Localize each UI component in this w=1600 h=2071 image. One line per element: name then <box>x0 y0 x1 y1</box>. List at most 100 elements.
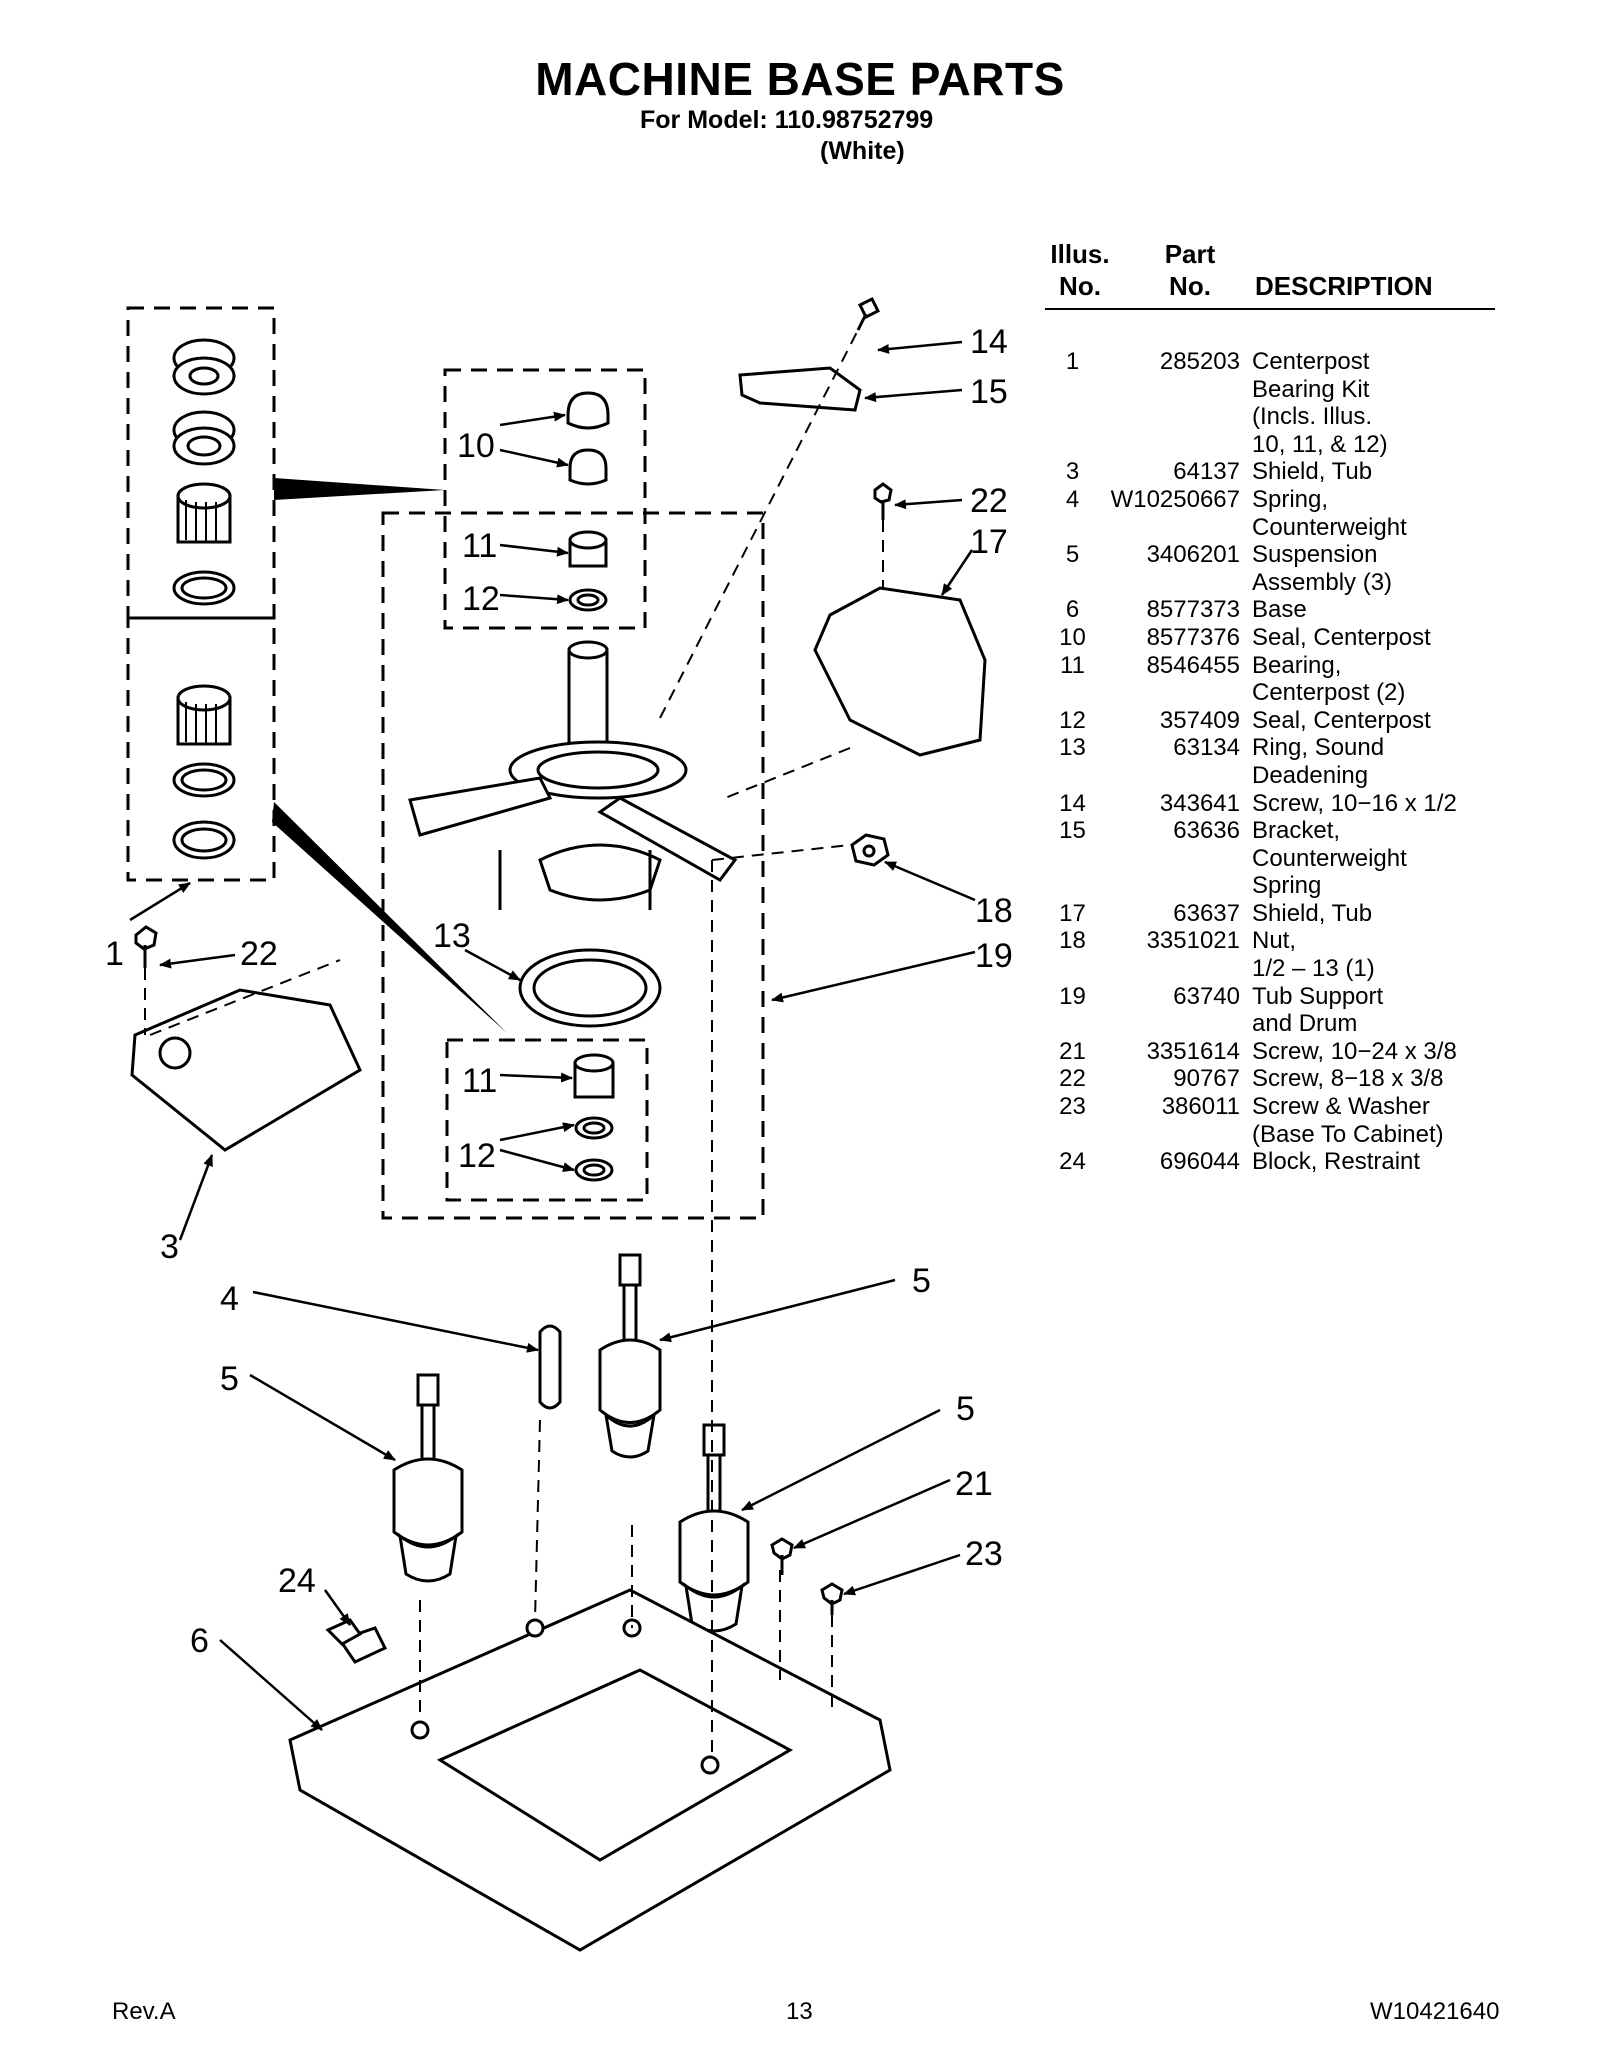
row-description: Centerpost Bearing Kit (Incls. Illus. 10… <box>1252 348 1388 458</box>
callout-18: 18 <box>975 892 1013 930</box>
tub-support-box <box>381 511 765 1220</box>
footer-doc-number: W10421640 <box>1370 1998 1500 2025</box>
kit-pointer-upper <box>274 478 445 500</box>
row-description: Screw, 10−16 x 1/2 <box>1252 789 1457 817</box>
row-part-no: W10250667 <box>1110 485 1240 513</box>
header-rule <box>1045 308 1495 310</box>
row-description: Screw, 8−18 x 3/8 <box>1252 1065 1444 1093</box>
row-description: Shield, Tub <box>1252 458 1373 486</box>
row-illus-no: 4 <box>1065 485 1080 513</box>
row-part-no: 63134 <box>1173 734 1240 762</box>
tub-shields <box>130 586 987 1152</box>
row-part-no: 3406201 <box>1146 541 1240 569</box>
row-part-no: 8546455 <box>1146 651 1240 679</box>
row-part-no: 386011 <box>1161 1093 1240 1121</box>
row-illus-no: 21 <box>1059 1037 1086 1065</box>
kit-pointer-lower <box>272 802 507 1033</box>
page-title: MACHINE BASE PARTS <box>535 53 1065 105</box>
row-illus-no: 15 <box>1059 817 1086 845</box>
table-row: 21 3351614 Screw, 10−24 x 3/8 <box>1045 1038 1495 1066</box>
callout-5-right: 5 <box>956 1390 975 1428</box>
table-row: 11 8546455 Bearing, Centerpost (2) <box>1045 652 1495 707</box>
callout-3: 3 <box>160 1228 179 1266</box>
col-header-description: DESCRIPTION <box>1255 271 1433 301</box>
row-illus-no: 3 <box>1065 458 1080 486</box>
row-description: Nut, 1/2 – 13 (1) <box>1252 927 1375 983</box>
row-illus-no: 14 <box>1059 789 1086 817</box>
row-description: Block, Restraint <box>1252 1148 1421 1176</box>
row-illus-no: 5 <box>1065 541 1080 569</box>
table-row: 3 64137 Shield, Tub <box>1045 458 1495 486</box>
table-row: 4 W10250667 Spring, Counterweight <box>1045 486 1495 541</box>
row-illus-no: 6 <box>1065 596 1080 624</box>
tub-support-drawing <box>408 640 738 1182</box>
row-illus-no: 24 <box>1059 1148 1086 1176</box>
color-line: (White) <box>820 137 905 165</box>
callout-14: 14 <box>970 323 1008 361</box>
row-part-no: 343641 <box>1159 789 1240 817</box>
col-header-part: Part No. <box>1145 238 1235 302</box>
nut-and-screws <box>134 482 893 968</box>
row-part-no: 8577376 <box>1146 623 1240 651</box>
callout-1: 1 <box>105 935 124 973</box>
callout-5-center: 5 <box>912 1262 931 1300</box>
kit-parts <box>172 338 236 860</box>
row-description: Shield, Tub <box>1252 899 1373 927</box>
row-illus-no: 18 <box>1059 927 1086 955</box>
callout-19: 19 <box>975 937 1013 975</box>
callout-23: 23 <box>965 1535 1003 1573</box>
table-row: 23 386011 Screw & Washer (Base To Cabinet) <box>1045 1093 1495 1148</box>
callout-22-left: 22 <box>240 935 278 973</box>
row-illus-no: 13 <box>1059 734 1086 762</box>
col-header-part-line2: No. <box>1169 271 1211 301</box>
col-header-illus-line2: No. <box>1059 271 1101 301</box>
row-description: Screw & Washer (Base To Cabinet) <box>1252 1093 1444 1148</box>
row-description: Seal, Centerpost <box>1252 706 1431 734</box>
row-part-no: 64137 <box>1173 458 1240 486</box>
row-part-no: 3351614 <box>1146 1037 1240 1065</box>
row-part-no: 63740 <box>1173 982 1240 1010</box>
row-description: Bearing, Centerpost (2) <box>1252 651 1406 707</box>
row-description: Screw, 10−24 x 3/8 <box>1252 1037 1457 1065</box>
row-part-no: 285203 <box>1159 348 1240 375</box>
table-row: 18 3351021 Nut, 1/2 – 13 (1) <box>1045 927 1495 982</box>
row-part-no: 90767 <box>1173 1065 1240 1093</box>
row-description: Tub Support and Drum <box>1252 982 1384 1038</box>
row-description: Seal, Centerpost <box>1252 623 1431 651</box>
row-part-no: 63637 <box>1173 899 1240 927</box>
callout-21: 21 <box>955 1465 993 1503</box>
centerpost-seals-top <box>566 391 610 612</box>
row-illus-no: 22 <box>1059 1065 1086 1093</box>
callout-17: 17 <box>970 523 1008 561</box>
kit-box-upper <box>126 306 276 620</box>
row-part-no: 63636 <box>1173 817 1240 845</box>
row-description: Spring, Counterweight <box>1252 485 1407 541</box>
callout-13: 13 <box>433 917 471 955</box>
row-illus-no: 23 <box>1059 1093 1086 1121</box>
row-description: Base <box>1252 596 1307 624</box>
kit-box-lower <box>126 616 276 882</box>
callout-24: 24 <box>278 1562 316 1600</box>
callout-12-top: 12 <box>462 580 500 618</box>
callout-6: 6 <box>190 1622 209 1660</box>
bearing-box-bottom <box>445 1038 649 1202</box>
row-illus-no: 11 <box>1060 651 1085 679</box>
row-illus-no: 17 <box>1059 899 1086 927</box>
table-row: 17 63637 Shield, Tub <box>1045 900 1495 928</box>
table-row: 22 90767 Screw, 8−18 x 3/8 <box>1045 1065 1495 1093</box>
col-header-illus: Illus. No. <box>1045 238 1115 302</box>
suspension-assemblies <box>392 1253 750 1633</box>
col-header-illus-line1: Illus. <box>1050 239 1110 269</box>
callout-4: 4 <box>220 1280 239 1318</box>
callout-11-bottom: 11 <box>462 1062 497 1100</box>
row-part-no: 3351021 <box>1146 927 1240 955</box>
callout-11-top: 11 <box>462 527 497 565</box>
row-illus-no: 19 <box>1059 982 1086 1010</box>
